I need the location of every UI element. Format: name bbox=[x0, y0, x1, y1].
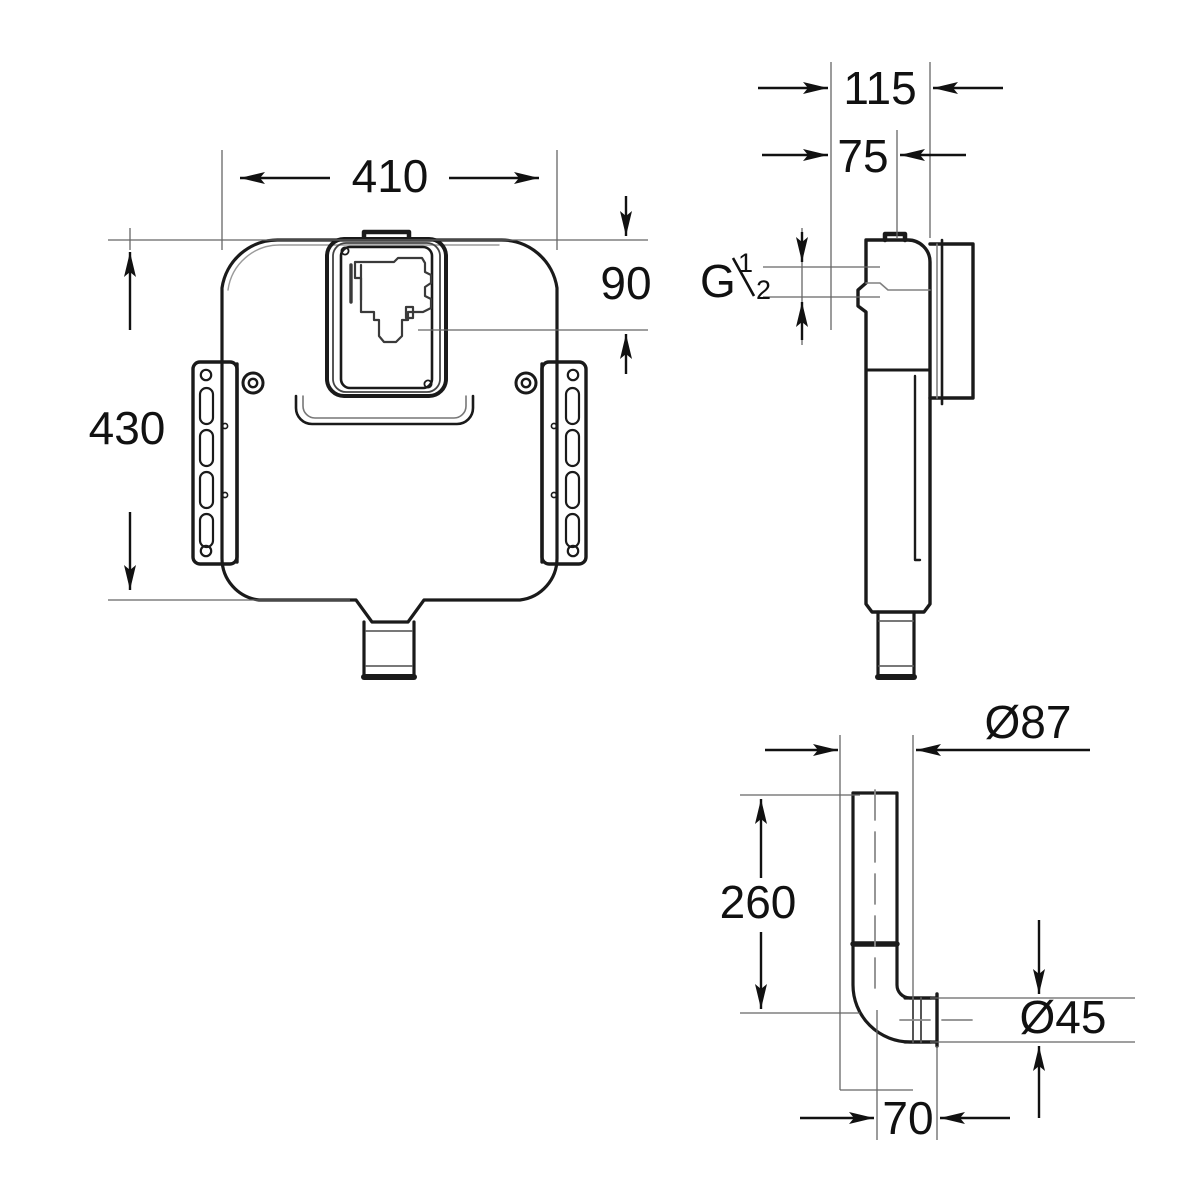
dimension-410: 410 bbox=[240, 150, 539, 202]
bracket-right-slot-3 bbox=[564, 470, 581, 510]
flush-plate-frame bbox=[928, 242, 975, 400]
bracket-left-slot-2 bbox=[198, 428, 215, 468]
dim-75-text: 75 bbox=[837, 130, 888, 182]
outlet-spigot-front bbox=[361, 620, 417, 680]
dimension-dia45: Ø45 bbox=[1020, 920, 1107, 1118]
bracket-left-hole-bottom bbox=[199, 544, 213, 558]
cistern-body-inner-edge bbox=[227, 244, 500, 291]
dim-410-text: 410 bbox=[352, 150, 429, 202]
bracket-right-slot-4 bbox=[564, 512, 581, 549]
dimension-dia87: Ø87 bbox=[765, 696, 1090, 756]
bracket-right-pin-upper bbox=[550, 422, 558, 430]
outlet-spigot-side bbox=[875, 610, 917, 680]
bracket-right-hole-top bbox=[566, 368, 580, 382]
bracket-right-hole-bottom bbox=[566, 544, 580, 558]
dimension-115: 115 bbox=[758, 62, 1003, 114]
side-elevation-view bbox=[856, 231, 975, 680]
thread-denominator: 2 bbox=[756, 275, 771, 305]
detail-view-extension-lines bbox=[740, 735, 1135, 1140]
bracket-left-hole-top bbox=[199, 368, 213, 382]
flush-pipe-outer-wall bbox=[851, 791, 933, 1044]
inspection-opening-collar-inner bbox=[332, 242, 441, 393]
dim-87-text: Ø87 bbox=[985, 696, 1072, 748]
dim-90-text: 90 bbox=[600, 257, 651, 309]
dimension-75: 75 bbox=[762, 130, 966, 182]
bracket-right-slot-2 bbox=[564, 428, 581, 468]
dim-70-text: 70 bbox=[882, 1092, 933, 1144]
bracket-left-pin-upper bbox=[221, 422, 229, 430]
bracket-left-pin-lower bbox=[221, 491, 229, 499]
fixing-screw-right-outer bbox=[514, 371, 538, 395]
fixing-screw-left-outer bbox=[241, 371, 265, 395]
thread-numerator: 1 bbox=[738, 248, 753, 278]
cistern-side-outline bbox=[856, 238, 932, 614]
bracket-left-slot-1 bbox=[198, 386, 215, 426]
dimension-90: 90 bbox=[600, 196, 652, 374]
dim-430-text: 430 bbox=[89, 402, 166, 454]
front-view-extension-lines bbox=[108, 150, 648, 601]
dim-260-text: 260 bbox=[720, 876, 797, 928]
bracket-left-slot-4 bbox=[198, 512, 215, 549]
mounting-bracket-left bbox=[191, 360, 239, 566]
dimension-70: 70 bbox=[800, 1092, 1010, 1144]
cistern-body-outline bbox=[220, 238, 559, 624]
mounting-bracket-right bbox=[540, 360, 588, 566]
bracket-fixing-screws bbox=[241, 371, 538, 395]
bracket-right-slot-1 bbox=[564, 386, 581, 426]
dimension-260: 260 bbox=[720, 799, 797, 1009]
fixing-screw-left-inner bbox=[247, 377, 259, 389]
front-elevation-view bbox=[191, 229, 588, 680]
bracket-left-slot-3 bbox=[198, 470, 215, 510]
fixing-screw-right-inner bbox=[520, 377, 532, 389]
inlet-recess-outline bbox=[294, 394, 475, 426]
side-top-tab bbox=[882, 231, 908, 243]
opening-screw-top-left bbox=[340, 246, 350, 256]
valve-small-port bbox=[404, 305, 415, 320]
thread-fraction-bar bbox=[731, 257, 756, 297]
dimension-430: 430 bbox=[89, 252, 166, 590]
dim-45-text: Ø45 bbox=[1020, 991, 1107, 1043]
bracket-right-pin-lower bbox=[550, 491, 558, 499]
thread-callout-g-half: G 1 2 bbox=[700, 232, 808, 340]
flush-valve-mechanism bbox=[353, 256, 433, 344]
inspection-opening-collar bbox=[325, 237, 448, 398]
dim-115-text: 115 bbox=[843, 62, 916, 114]
cistern-side-shoulder bbox=[865, 282, 931, 291]
opening-top-tab bbox=[361, 229, 412, 242]
inlet-recess-outline-inner bbox=[302, 395, 467, 419]
side-view-extension-lines bbox=[763, 62, 931, 345]
cistern-side-internal-wall bbox=[913, 374, 922, 562]
inspection-opening-frame bbox=[339, 245, 434, 390]
thread-letter: G bbox=[700, 255, 736, 307]
opening-screw-bottom-right bbox=[423, 379, 433, 389]
